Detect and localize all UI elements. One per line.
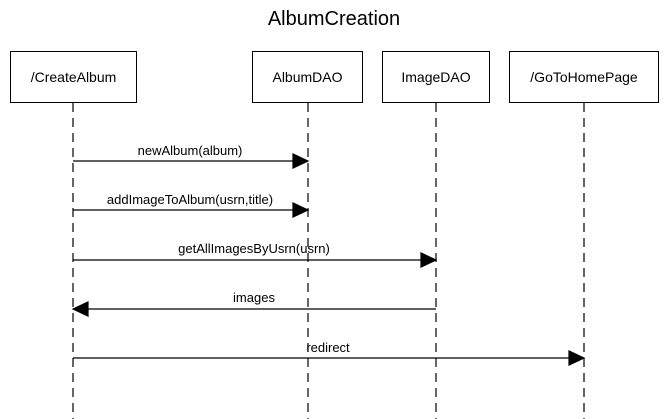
arrowhead-addimagetoalbum (292, 202, 310, 218)
message-label-addimagetoalbum: addImageToAlbum(usrn,title) (106, 192, 274, 207)
participant-createalbum: /CreateAlbum (10, 51, 137, 103)
message-label-redirect: redirect (306, 340, 350, 355)
message-label-images: images (233, 290, 275, 305)
diagram-title: AlbumCreation (267, 8, 401, 30)
arrowhead-redirect (568, 350, 586, 366)
arrowhead-newalbum (292, 153, 310, 169)
participant-albumdao: AlbumDAO (252, 51, 363, 103)
participant-imagedao: ImageDAO (382, 51, 490, 103)
message-label-getallimagesbyusrn: getAllImagesByUsrn(usrn) (178, 241, 330, 256)
participant-gotohomepage: /GoToHomePage (509, 51, 659, 103)
arrowhead-getallimagesbyusrn (420, 252, 438, 268)
arrowhead-images (71, 301, 89, 317)
message-label-newalbum: newAlbum(album) (137, 143, 243, 158)
